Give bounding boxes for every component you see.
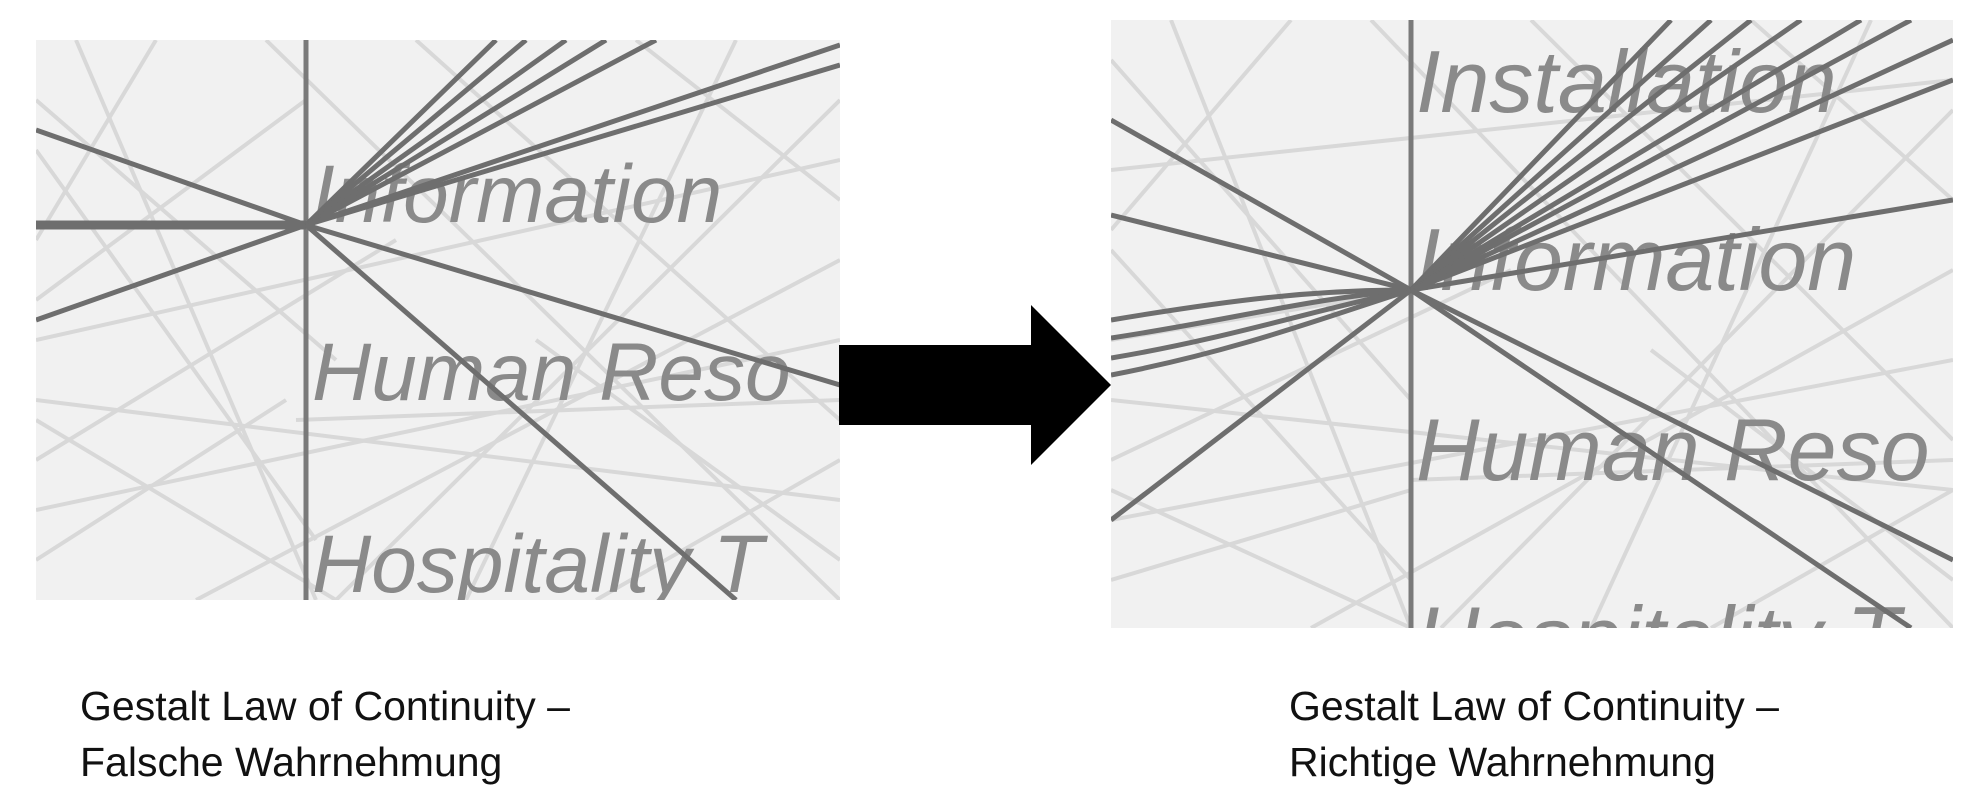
caption-left: Gestalt Law of Continuity – Falsche Wahr…	[80, 678, 570, 790]
caption-right: Gestalt Law of Continuity – Richtige Wah…	[1289, 678, 1779, 790]
left-panel-image: Information Human Reso Hospitality T	[36, 40, 840, 600]
caption-left-line-1: Gestalt Law of Continuity –	[80, 683, 570, 729]
caption-right-line-2: Richtige Wahrnehmung	[1289, 739, 1716, 785]
parallel-coordinates-crop-left: Information Human Reso Hospitality T	[36, 40, 840, 600]
axis-label-hospitality: Hospitality T	[312, 519, 768, 600]
axis-label-installation: Installation	[1416, 32, 1837, 131]
axis-label-hospitality: Hospitality T	[1416, 588, 1905, 628]
axis-label-human-resources: Human Reso	[312, 327, 791, 418]
axis-label-human-resources: Human Reso	[1416, 400, 1930, 499]
right-panel-image: Installation Information Human Reso Hosp…	[1111, 20, 1953, 628]
caption-left-line-2: Falsche Wahrnehmung	[80, 739, 503, 785]
parallel-coordinates-crop-right: Installation Information Human Reso Hosp…	[1111, 20, 1953, 628]
caption-right-line-1: Gestalt Law of Continuity –	[1289, 683, 1779, 729]
right-arrow-icon	[839, 305, 1111, 465]
